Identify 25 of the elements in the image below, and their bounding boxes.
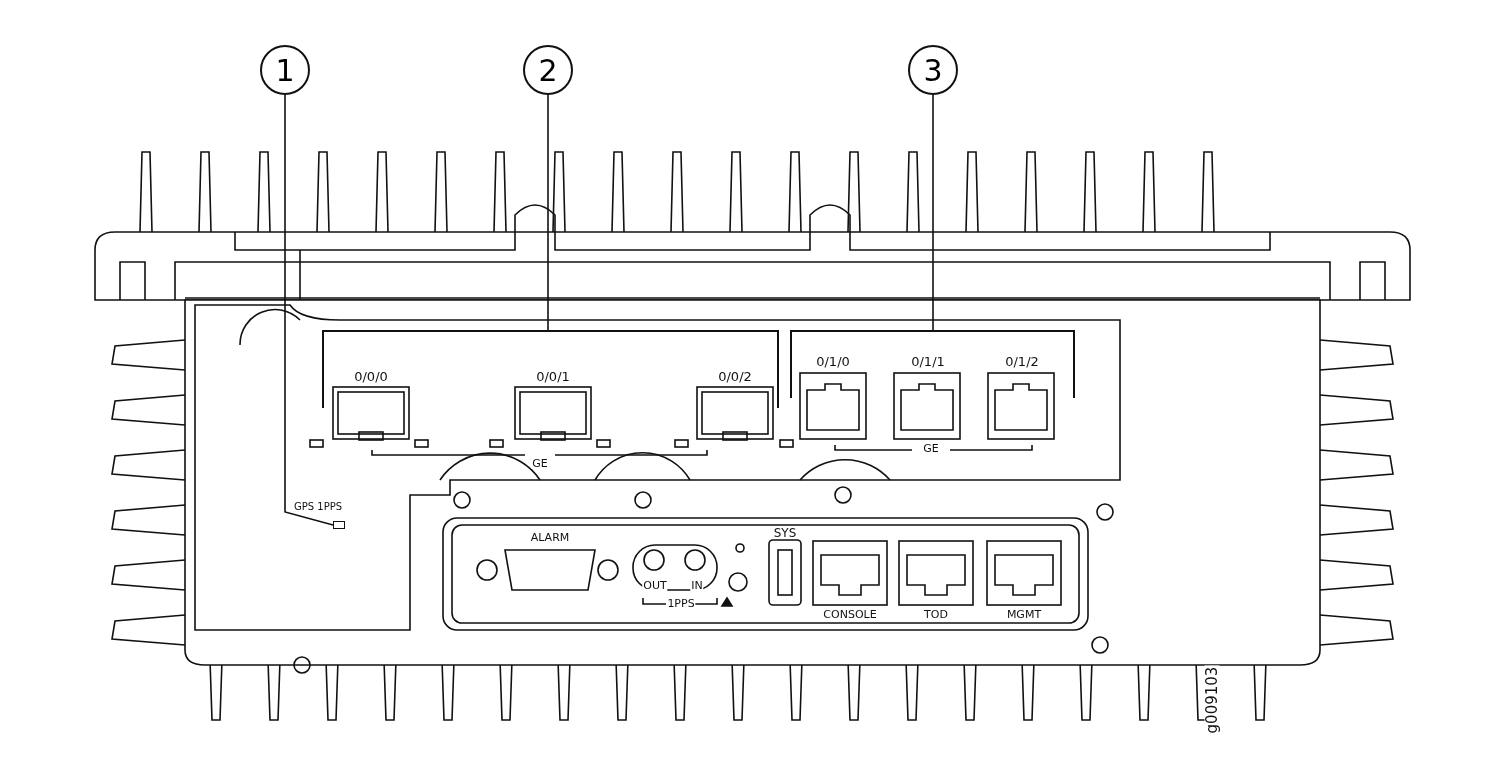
port-label: MGMT xyxy=(1005,609,1043,620)
led-indicator xyxy=(333,521,345,529)
port-label: IN xyxy=(690,580,704,591)
leader-line xyxy=(284,94,334,526)
callout-number: 3 xyxy=(908,45,958,95)
port-label: OUT xyxy=(642,580,668,591)
figure-id: g009103 xyxy=(1204,665,1220,735)
leader-line xyxy=(547,94,549,331)
led-label: GPS 1PPS xyxy=(292,502,344,512)
port-label: 0/0/1 xyxy=(535,370,571,383)
port-label: 0/1/0 xyxy=(815,355,851,368)
port-label: 0/1/1 xyxy=(910,355,946,368)
led-label: SYS xyxy=(772,527,798,539)
port-label: 0/0/0 xyxy=(353,370,389,383)
port-label: 0/1/2 xyxy=(1004,355,1040,368)
port-label: 0/0/2 xyxy=(717,370,753,383)
port-group-label: GE xyxy=(531,458,549,469)
callout-number: 1 xyxy=(260,45,310,95)
port-label: TOD xyxy=(923,609,949,620)
port-group-label: GE xyxy=(922,443,940,454)
port-label: CONSOLE xyxy=(822,609,878,620)
leader-line xyxy=(932,94,934,331)
port-group-label: 1PPS xyxy=(666,598,696,609)
callout-number: 2 xyxy=(523,45,573,95)
port-label: ALARM xyxy=(529,532,571,543)
